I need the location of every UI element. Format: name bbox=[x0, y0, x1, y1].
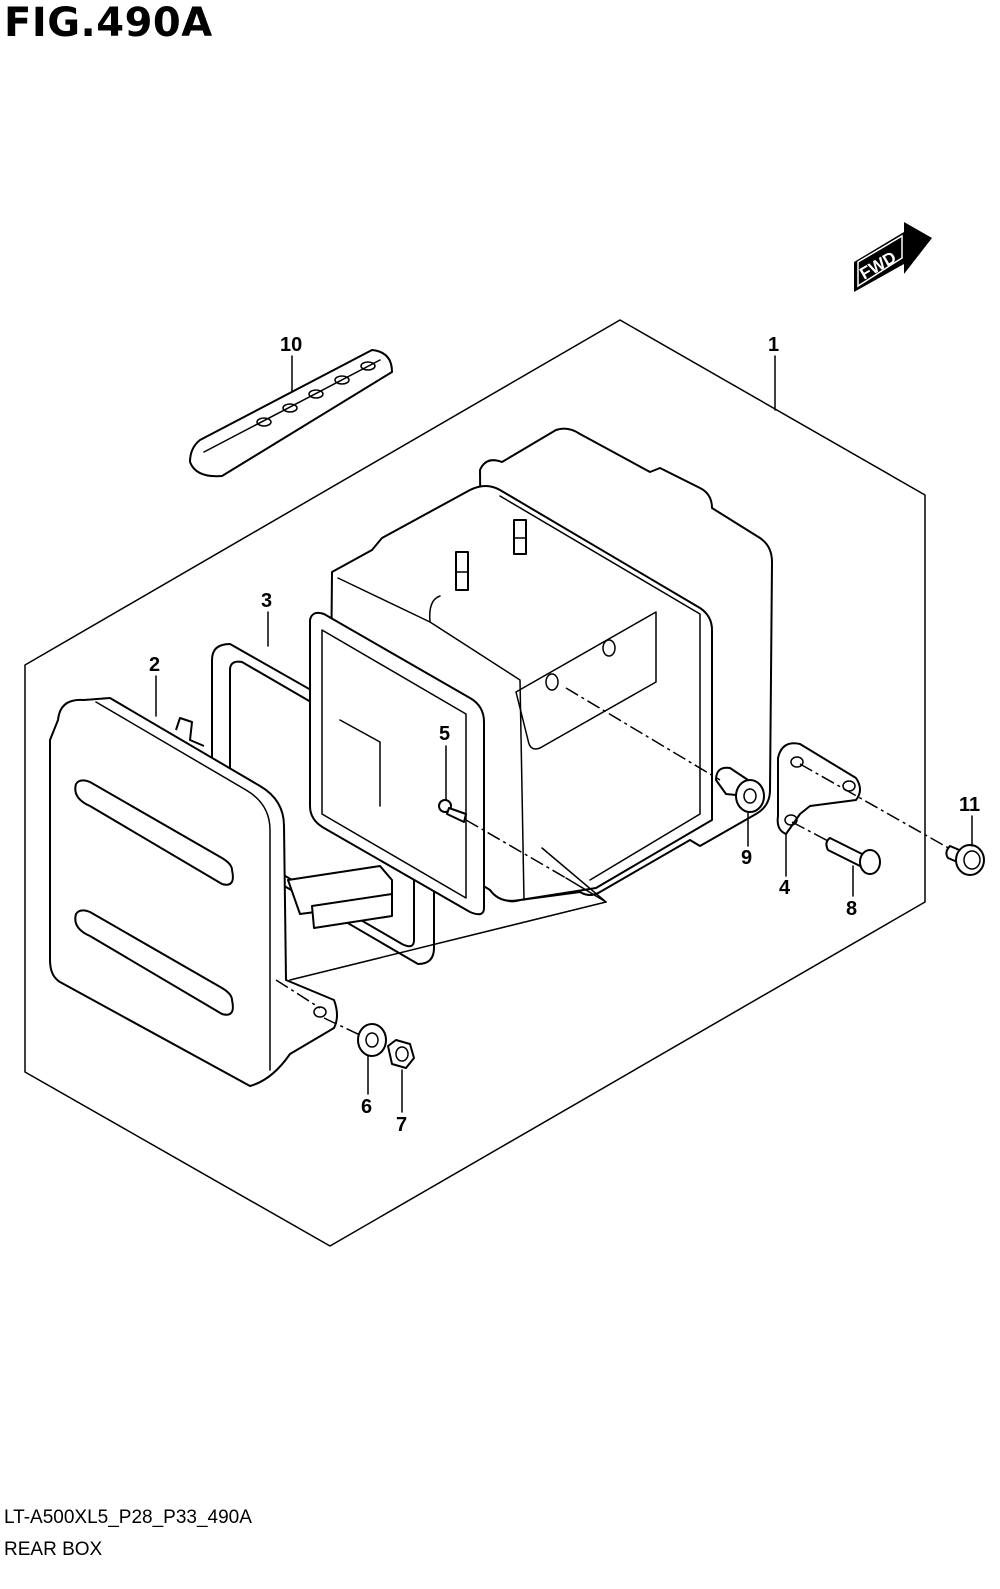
callout-11: 11 bbox=[959, 794, 980, 816]
assembly-outline bbox=[24, 319, 926, 1247]
part-5-screw bbox=[438, 799, 467, 823]
callout-4: 4 bbox=[779, 877, 791, 899]
callout-6: 6 bbox=[361, 1096, 372, 1118]
part-1-box-opening bbox=[309, 611, 485, 916]
part-8-bolt bbox=[825, 837, 881, 875]
part-10-strap bbox=[189, 349, 393, 478]
part-11-bolt bbox=[945, 844, 985, 876]
part-6-washer bbox=[357, 1023, 387, 1057]
diagram-name: REAR BOX bbox=[4, 1539, 103, 1560]
fwd-arrow-icon: FWD bbox=[854, 222, 932, 292]
callout-numbers: 1 2 3 4 5 6 7 8 9 10 11 bbox=[149, 334, 980, 1136]
callout-10: 10 bbox=[280, 334, 302, 356]
leader-lines bbox=[155, 355, 973, 1113]
callout-7: 7 bbox=[396, 1114, 407, 1136]
callout-1: 1 bbox=[768, 334, 779, 356]
part-7-nut bbox=[387, 1039, 415, 1069]
part-2-lid bbox=[49, 697, 393, 1087]
assembly-lines bbox=[275, 687, 953, 1037]
callout-8: 8 bbox=[846, 898, 857, 920]
part-4-bracket bbox=[776, 742, 861, 835]
part-9-grommet bbox=[715, 766, 765, 813]
callout-2: 2 bbox=[149, 654, 160, 676]
figure-title: FIG.490A bbox=[4, 0, 213, 46]
diagram-code: LT-A500XL5_P28_P33_490A bbox=[4, 1507, 252, 1528]
callout-9: 9 bbox=[741, 847, 752, 869]
callout-5: 5 bbox=[439, 723, 450, 745]
callout-3: 3 bbox=[261, 590, 272, 612]
